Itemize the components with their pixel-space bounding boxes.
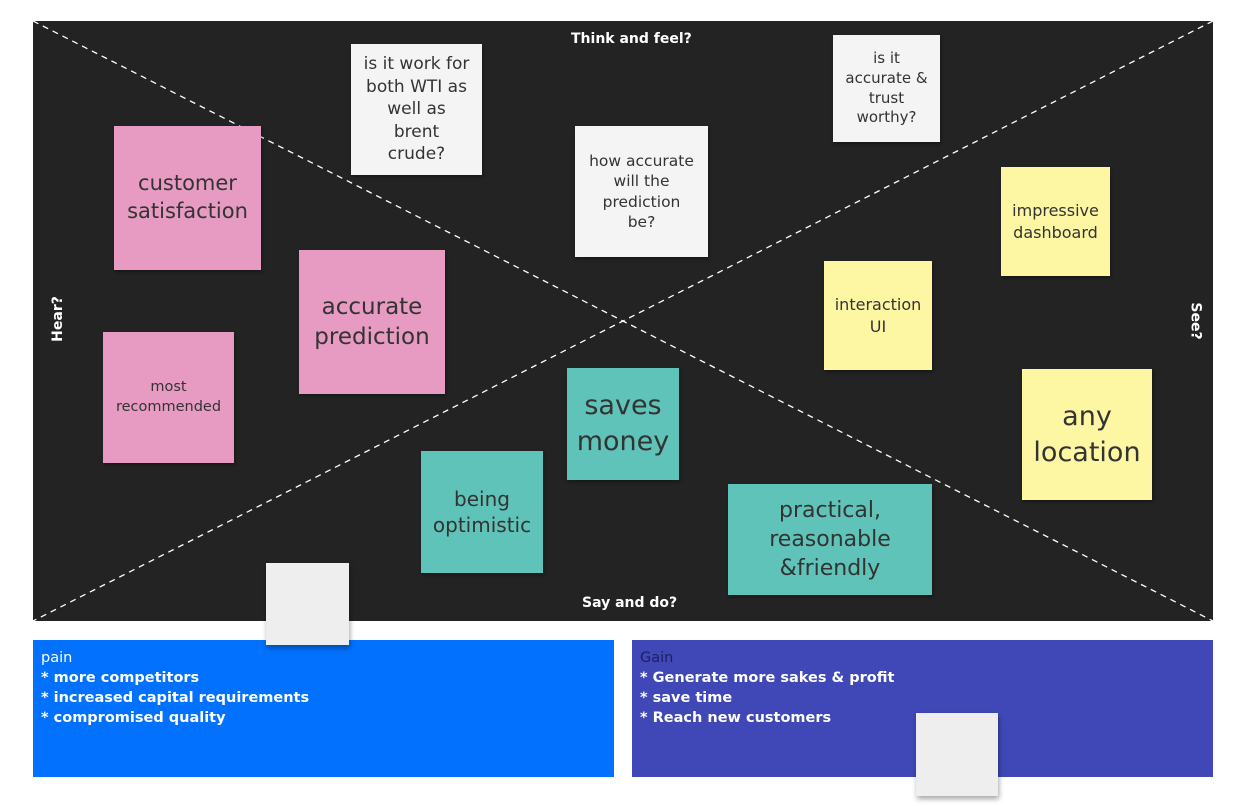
sticky-note-being-optimistic[interactable]: being optimistic — [421, 451, 543, 573]
pain-panel: pain * more competitors * increased capi… — [33, 640, 614, 777]
sticky-note-practical-reasonable-friendly[interactable]: practical, reasonable &friendly — [728, 484, 932, 595]
empathy-map-board: Think and feel? Say and do? Hear? See? c… — [33, 21, 1213, 621]
gain-item: * save time — [640, 690, 733, 706]
gain-list: * Generate more sakes & profit * save ti… — [640, 668, 1205, 728]
sticky-note-accurate-prediction[interactable]: accurate prediction — [299, 250, 445, 394]
sticky-note-any-location[interactable]: any location — [1022, 369, 1152, 500]
label-say-and-do: Say and do? — [582, 595, 678, 611]
sticky-note-accurate-trustworthy[interactable]: is it accurate & trust worthy? — [833, 35, 940, 142]
label-think-and-feel: Think and feel? — [571, 31, 692, 47]
sticky-note-customer-satisfaction[interactable]: customer satisfaction — [114, 126, 261, 270]
pain-item: * more competitors — [41, 670, 200, 686]
pain-item: * compromised quality — [41, 710, 226, 726]
gain-item: * Reach new customers — [640, 710, 832, 726]
quadrant-diagonals — [33, 21, 1213, 621]
sticky-note-wti-brent[interactable]: is it work for both WTI as well as brent… — [351, 44, 482, 175]
gain-heading: Gain — [640, 650, 674, 666]
gain-item: * Generate more sakes & profit — [640, 670, 895, 686]
sticky-note-interaction-ui[interactable]: interaction UI — [824, 261, 932, 370]
label-hear: Hear? — [49, 296, 66, 342]
label-see: See? — [1187, 302, 1204, 340]
sticky-note-impressive-dashboard[interactable]: impressive dashboard — [1001, 167, 1110, 276]
sticky-note-saves-money[interactable]: saves money — [567, 368, 679, 480]
pain-heading: pain — [41, 650, 73, 666]
pain-item: * increased capital requirements — [41, 690, 310, 706]
blank-sticky-note[interactable] — [916, 713, 998, 796]
blank-sticky-note[interactable] — [266, 563, 349, 645]
pain-list: * more competitors * increased capital r… — [41, 668, 606, 728]
sticky-note-most-recommended[interactable]: most recommended — [103, 332, 234, 463]
diagonal-line-right-to-left — [33, 21, 1213, 621]
sticky-note-how-accurate[interactable]: how accurate will the prediction be? — [575, 126, 708, 257]
